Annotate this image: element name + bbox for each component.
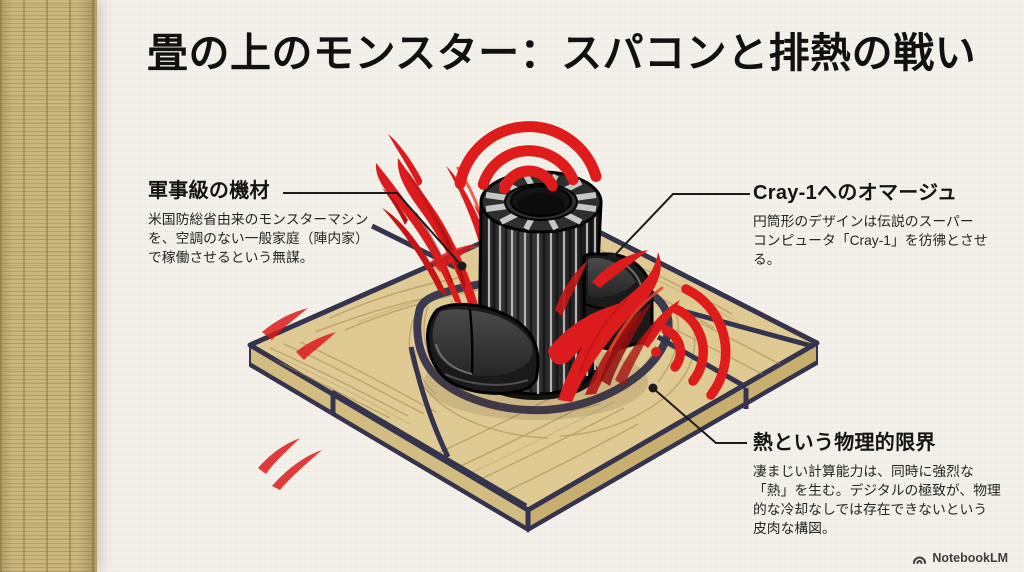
heat-wisps-floor [258,244,476,490]
callout-dots [457,252,658,393]
callout-military: 軍事級の機材 米国防総省由来のモンスターマシン を、空調のない一般家庭（陣内家）… [148,174,398,267]
callout-cray-heading: Cray-1へのオマージュ [753,182,958,204]
heat-radiation-arcs-side-icon [651,284,731,400]
bench-seat-left [426,302,540,395]
tatami-texture-strip [0,0,97,572]
callout-leader-lines [283,192,750,444]
heat-radiation-arcs-top-icon [454,121,602,194]
callout-military-body: 米国防総省由来のモンスターマシン を、空調のない一般家庭（陣内家） で稼働させる… [148,212,369,266]
watermark-brand: NotebookLM [932,551,1008,565]
tatami-side-seams [330,388,749,530]
callout-heat: 熱という物理的限界 凄まじい計算能力は、同時に強烈な 「熱」を生む。デジタルの極… [753,426,1011,538]
callout-cray-body: 円筒形のデザインは伝説のスーパー コンピュータ「Cray-1」を彷彿とさせる。 [753,214,988,268]
heat-flames-right [548,250,680,402]
callout-heat-body: 凄まじい計算能力は、同時に強烈な 「熱」を生む。デジタルの極致が、物理 的な冷却… [753,464,1001,537]
cylinder-top-crown [479,170,603,234]
notebooklm-logo-icon [913,556,927,564]
callout-military-heading: 軍事級の機材 [148,180,270,202]
notebooklm-watermark: NotebookLM [912,551,1008,565]
page-title: 畳の上のモンスター：スパコンと排熱の戦い [147,30,977,76]
callout-heat-heading: 熱という物理的限界 [753,432,936,454]
callout-cray: Cray-1へのオマージュ 円筒形のデザインは伝説のスーパー コンピュータ「Cr… [753,176,1015,269]
